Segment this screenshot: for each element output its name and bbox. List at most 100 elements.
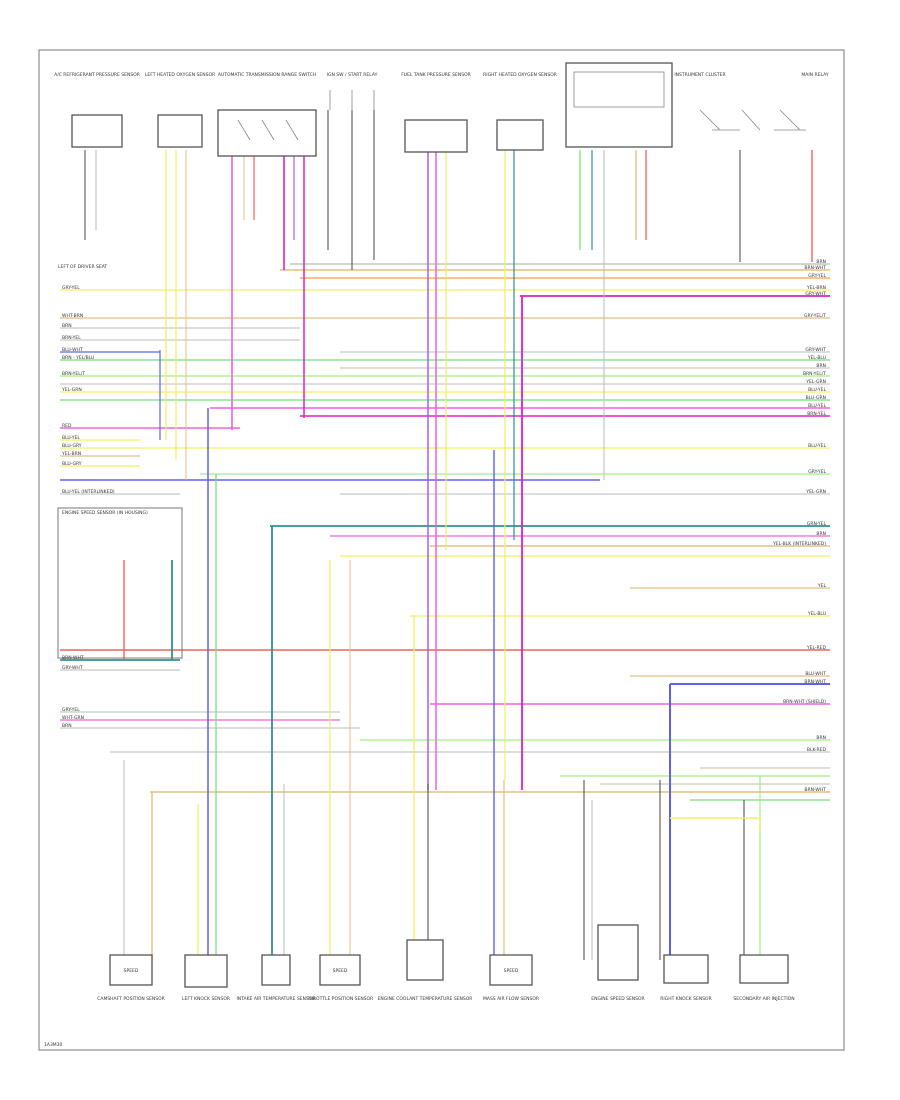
- diagram-frame: [38, 49, 845, 1051]
- top-component-main-relay: [699, 109, 806, 131]
- left-wire-label-18: WHT-GRN: [62, 715, 84, 721]
- top-component-labels: A/C REFRIGERANT PRESSURE SENSOR LEFT HEAT…: [54, 72, 829, 78]
- left-wire-label-4: BRN-YEL: [62, 335, 81, 341]
- left-wire-label-2: WHT-BRN: [62, 313, 83, 319]
- bottom-component-label-8: RIGHT KNOCK SENSOR: [660, 996, 711, 1002]
- right-wire-label-10: BRN-YEL/T: [803, 371, 826, 377]
- bottom-component-labels: CAMSHAFT POSITION SENSOR LEFT KNOCK SENSO…: [97, 996, 794, 1002]
- left-box-label-1: ENGINE SPEED SENSOR (IN HOUSING): [62, 510, 148, 516]
- right-wire-label-24: YEL-RED: [806, 645, 827, 651]
- top-component-label-5: FUEL TANK PRESSURE SENSOR: [401, 72, 471, 78]
- top-component-label-6: RIGHT HEATED OXYGEN SENSOR: [483, 72, 557, 78]
- bottom-component-2: [184, 954, 228, 988]
- right-wire-label-11: YEL-GRN: [805, 379, 826, 385]
- bottom-component-8: [663, 954, 709, 984]
- bottom-component-7: [597, 924, 639, 981]
- bottom-component-box-label-6: SPEED: [504, 968, 519, 974]
- wire-knock-bridge: [670, 817, 761, 830]
- bottom-component-box-label-4: SPEED: [333, 968, 348, 974]
- right-wire-label-14: BLU-YEL: [808, 403, 826, 409]
- right-wire-label-20: BRN: [816, 531, 826, 537]
- left-wire-label-12: YEL-BRN: [61, 451, 81, 457]
- right-wire-label-4: YEL-BRN: [806, 285, 826, 291]
- right-wire-label-2: BRN-WHT: [804, 265, 826, 271]
- top-component-label-8: MAIN RELAY: [801, 72, 828, 78]
- left-wire-label-6: BRN - YEL/BLU: [62, 355, 94, 361]
- right-wire-label-13: BLU-GRN: [806, 395, 826, 401]
- left-box-label-2: LEFT OF DRIVER SEAT: [58, 264, 107, 270]
- left-wire-labels: GRY-YEL WHT-BRN BRN BRN-YEL BLU-WHT BRN - YEL…: [61, 285, 115, 729]
- bottom-component-label-6: MASS AIR FLOW SENSOR: [483, 996, 539, 1002]
- left-box-driver-seat: LEFT OF DRIVER SEAT: [58, 264, 107, 270]
- right-wire-label-23: YEL-BLU: [807, 611, 826, 617]
- left-wire-label-1: GRY-YEL: [62, 285, 80, 291]
- left-wire-label-3: BRN: [62, 323, 72, 329]
- top-component-label-1: A/C REFRIGERANT PRESSURE SENSOR: [54, 72, 140, 78]
- right-wire-label-25: BLU-WHT: [805, 671, 826, 677]
- right-wire-label-1: BRN: [816, 259, 826, 265]
- right-wire-label-27: BRN-WHT (SHIELD): [783, 699, 826, 705]
- bottom-component-6: SPEED: [489, 954, 533, 986]
- bottom-component-5: [406, 939, 444, 981]
- right-wire-label-8: YEL-BLU: [807, 355, 826, 361]
- right-wire-label-18: YEL-GRN: [805, 489, 826, 495]
- right-wire-label-7: GRY-WHT: [805, 347, 826, 353]
- bottom-component-label-5: ENGINE COOLANT TEMPERATURE SENSOR: [378, 996, 473, 1002]
- left-box-engine-speed-sensor: ENGINE SPEED SENSOR (IN HOUSING): [57, 507, 183, 659]
- right-wire-label-12: BLU-YEL: [808, 387, 826, 393]
- left-wire-label-16: GRY-WHT: [62, 665, 83, 671]
- right-wire-label-15: BRN-YEL: [807, 411, 826, 417]
- top-component-fuel-tank-pressure-sensor: [404, 119, 468, 153]
- bottom-component-9: [739, 954, 789, 984]
- top-component-transmission-range-switch: [217, 109, 317, 157]
- left-wire-label-8: YEL-GRN: [61, 387, 82, 393]
- left-wire-label-14: BLU-YEL (INTERLINKED): [62, 489, 115, 495]
- right-wire-label-26: BRN-WHT: [804, 679, 826, 685]
- right-wire-label-22: YEL: [817, 583, 827, 589]
- top-component-ignition-switch: [329, 90, 375, 110]
- top-component-instrument-cluster: [565, 62, 673, 148]
- right-wire-label-6: GRY-YEL/T: [804, 313, 826, 319]
- right-wire-label-17: GRY-YEL: [808, 469, 826, 475]
- right-wire-label-29: BLK-RED: [807, 747, 827, 753]
- bottom-components: SPEED SPEED SPEED: [109, 924, 789, 988]
- right-wire-label-30: BRN-WHT: [804, 787, 826, 793]
- right-wire-label-19: GRN-YEL: [807, 521, 827, 527]
- left-wire-label-13: BLU-GRY: [62, 461, 82, 467]
- top-component-label-3: AUTOMATIC TRANSMISSION RANGE SWITCH: [218, 72, 316, 78]
- bottom-component-label-9: SECONDARY AIR INJECTION: [733, 996, 794, 1002]
- left-wire-label-10: BLU-YEL: [62, 435, 80, 441]
- left-wire-label-17: GRY-YEL: [62, 707, 80, 713]
- bottom-component-3: [261, 954, 291, 986]
- bottom-component-label-3: INTAKE AIR TEMPERATURE SENSOR: [236, 996, 315, 1002]
- right-wire-label-3: GRY-YEL: [808, 273, 826, 279]
- right-wire-labels: BRNBRN-WHTGRY-YELYEL-BRNGRY-WHTGRY-YEL/T…: [772, 259, 826, 793]
- bottom-component-1: SPEED: [109, 954, 153, 986]
- bottom-component-box-label-1: SPEED: [124, 968, 139, 974]
- right-wire-label-28: BRN: [816, 735, 826, 741]
- horizontal-wire-bus: [60, 263, 830, 801]
- left-wire-label-19: BRN: [62, 723, 72, 729]
- top-component-label-4: IGN SW / START RELAY: [327, 72, 378, 78]
- right-wire-label-16: BLU-YEL: [808, 443, 826, 449]
- right-wire-label-21: YEL-BLK (INTERLINKED): [772, 541, 826, 547]
- diagram-code: 1A3M30: [44, 1042, 63, 1048]
- bottom-component-label-2: LEFT KNOCK SENSOR: [182, 996, 230, 1002]
- left-wire-label-9: RED: [62, 423, 72, 429]
- bottom-component-label-4: THROTTLE POSITION SENSOR: [306, 996, 373, 1002]
- top-component-left-oxygen-sensor: [157, 114, 203, 148]
- vertical-wires: [84, 110, 813, 960]
- bottom-component-4: SPEED: [319, 954, 361, 986]
- top-component-label-2: LEFT HEATED OXYGEN SENSOR: [145, 72, 215, 78]
- left-wire-label-5: BLU-WHT: [62, 347, 83, 353]
- left-wire-label-11: BLU-GRY: [62, 443, 82, 449]
- top-component-label-7: INSTRUMENT CLUSTER: [674, 72, 725, 78]
- right-wire-label-9: BRN: [816, 363, 826, 369]
- top-component-right-oxygen-sensor: [496, 119, 544, 151]
- left-wire-label-7: BRN-YEL/T: [62, 371, 85, 377]
- top-component-ac-pressure-sensor: [71, 114, 123, 148]
- right-wire-label-5: GRY-WHT: [805, 291, 826, 297]
- bottom-component-label-7: ENGINE SPEED SENSOR: [591, 996, 644, 1002]
- bottom-component-label-1: CAMSHAFT POSITION SENSOR: [97, 996, 165, 1002]
